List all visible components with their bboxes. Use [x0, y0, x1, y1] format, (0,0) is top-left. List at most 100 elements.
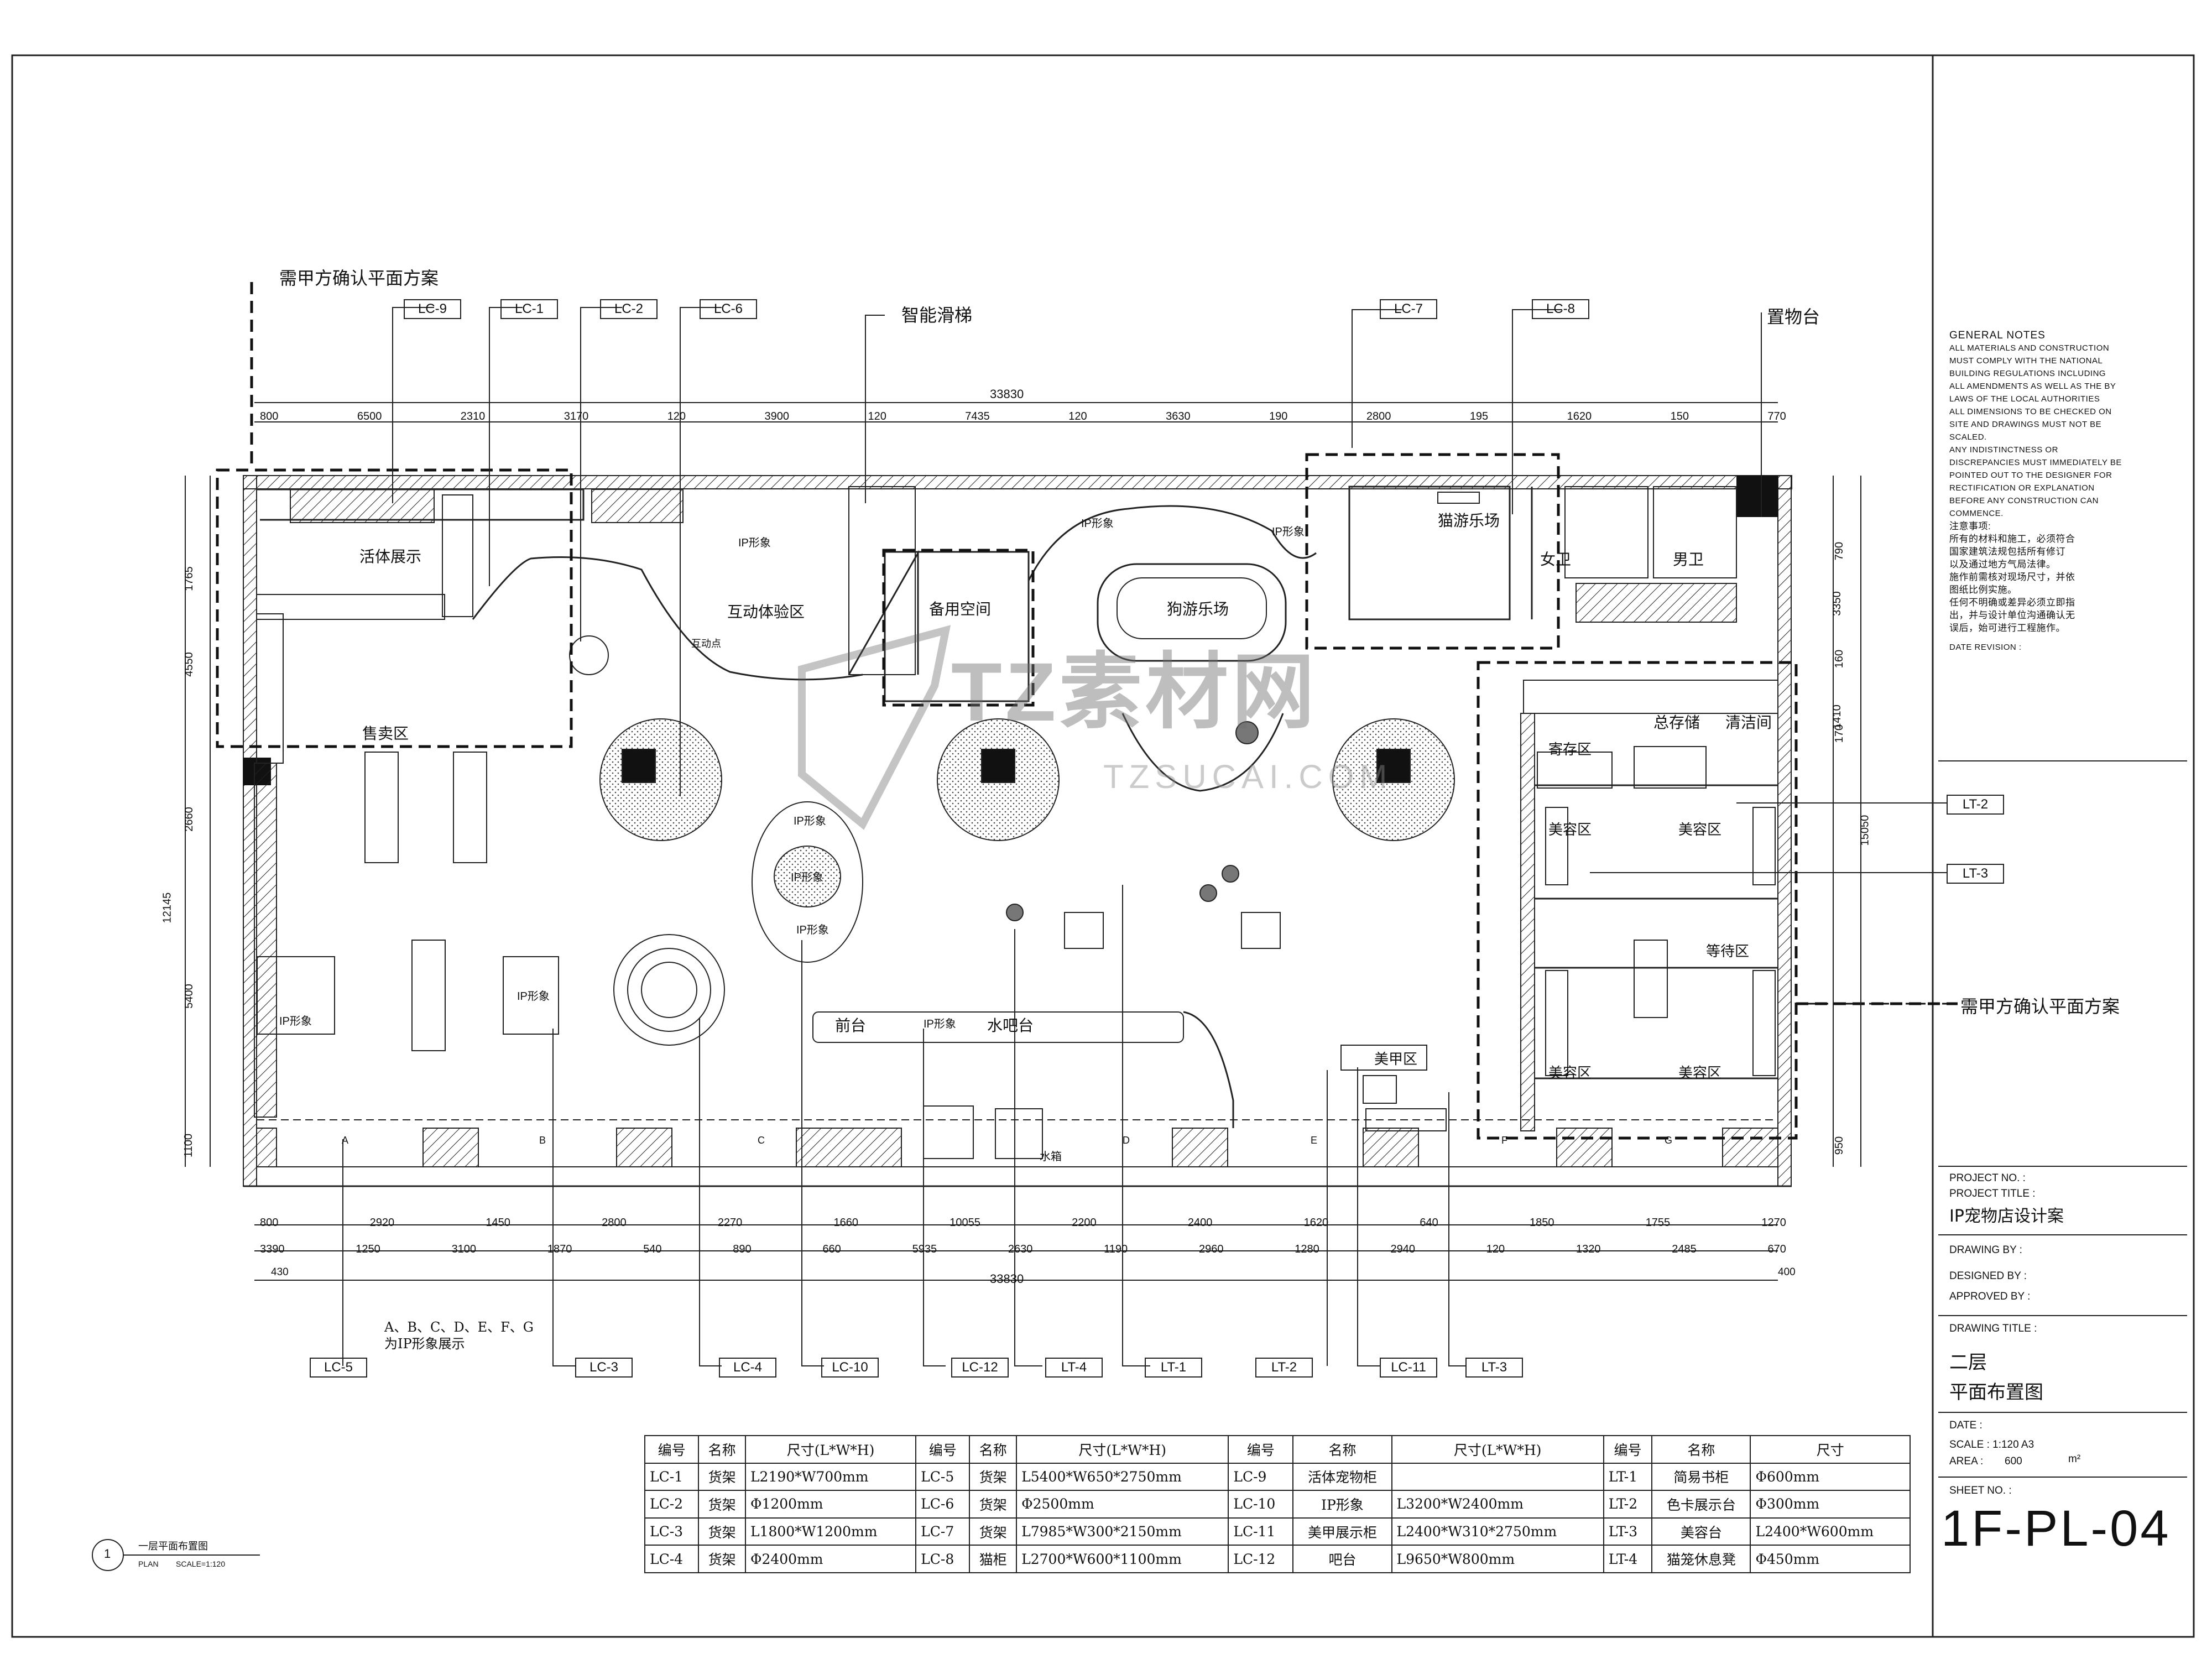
legend-cell: LC-1 — [644, 1462, 700, 1491]
watermark-main: TZ素材网 — [951, 645, 1318, 738]
tag-lt-4: LT-4 — [1045, 1358, 1103, 1378]
dim-left-1: 1765 — [182, 566, 195, 591]
drawing-title-name: 平面布置图 — [1949, 1381, 2043, 1404]
legend-cell: 猫笼休息凳 — [1651, 1545, 1751, 1573]
legend-cell: LC-9 — [1228, 1462, 1294, 1491]
dim-label: 150 — [1670, 410, 1689, 422]
window-label-c: C — [758, 1135, 765, 1146]
window-label-f: F — [1501, 1135, 1507, 1146]
dim-label: 3900 — [764, 410, 790, 422]
dim-label: 1280 — [1295, 1243, 1319, 1255]
note-line: MUST COMPLY WITH THE NATIONAL — [1949, 356, 2103, 366]
cn-note-line: 误后，始可进行工程施作。 — [1949, 623, 2065, 633]
dim-right-5: 170 — [1833, 724, 1846, 743]
legend-cell: LC-2 — [644, 1490, 700, 1519]
room-spare: 备用空间 — [929, 600, 992, 618]
legend-cell: Φ2400mm — [744, 1545, 917, 1573]
tag-lc-2: LC-2 — [600, 299, 658, 319]
legend-cell: 活体宠物柜 — [1292, 1462, 1392, 1491]
legend-cell: 简易书柜 — [1651, 1462, 1751, 1491]
legend-cell: L7985*W300*2150mm — [1016, 1517, 1229, 1546]
watermark-sub: TZSUCAI.COM — [1103, 758, 1393, 795]
legend-cell: LC-10 — [1228, 1490, 1294, 1519]
general-notes: GENERAL NOTES ALL MATERIALS AND CONSTRUC… — [1949, 329, 2193, 654]
room-front-desk: 前台 — [835, 1016, 867, 1035]
legend-header-cell: 尺寸(L*W*H) — [1016, 1435, 1229, 1464]
dim-label: 1870 — [547, 1243, 572, 1255]
dim-left-2: 4550 — [182, 652, 195, 677]
dim-bottom-edge-right: 400 — [1778, 1266, 1796, 1278]
dim-label: 1450 — [486, 1217, 510, 1229]
legend-header-cell: 尺寸(L*W*H) — [744, 1435, 917, 1464]
legend-header-row: 编号 名称 尺寸(L*W*H) 编号 名称 尺寸(L*W*H) 编号 名称 尺寸… — [644, 1435, 1911, 1464]
dim-top-row: 800 6500 2310 3170 120 3900 120 7435 120… — [260, 410, 1786, 423]
room-live-display: 活体展示 — [359, 547, 422, 566]
confirm-zones — [216, 282, 1958, 1140]
room-cat-play: 猫游乐场 — [1438, 512, 1500, 530]
dim-label: 120 — [1068, 410, 1087, 422]
dim-label: 800 — [260, 410, 279, 422]
legend-cell: 货架 — [969, 1517, 1018, 1546]
titleblock-rule-1 — [1938, 1166, 2187, 1167]
plan-caption-plan: PLAN — [138, 1559, 159, 1568]
approved-by-label: APPROVED BY : — [1949, 1291, 2031, 1302]
dim-label: 2800 — [602, 1217, 627, 1229]
legend-header-cell: 编号 — [644, 1435, 700, 1464]
note-line: BEFORE ANY CONSTRUCTION CAN — [1949, 496, 2099, 505]
ip-display-note-line1: A、B、C、D、E、F、G — [384, 1319, 534, 1335]
tag-lc-10: LC-10 — [821, 1358, 879, 1378]
note-line: LAWS OF THE LOCAL AUTHORITIES — [1949, 394, 2100, 404]
legend-cell: LC-12 — [1228, 1545, 1294, 1573]
room-water-tank: 水箱 — [1040, 1150, 1062, 1163]
dim-label: 120 — [1486, 1243, 1505, 1255]
plan-caption-scale: SCALE=1:120 — [176, 1559, 226, 1568]
legend-cell: L2400*W600mm — [1750, 1517, 1911, 1546]
dim-label: 640 — [1420, 1217, 1438, 1229]
legend-header-cell: 尺寸(L*W*H) — [1391, 1435, 1604, 1464]
shelf-stand-label: 置物台 — [1767, 306, 1820, 327]
dim-label: 2485 — [1672, 1243, 1697, 1255]
tag-lt-3-right: LT-3 — [1947, 864, 2004, 884]
legend-header-cell: 名称 — [1292, 1435, 1392, 1464]
legend-cell: LC-5 — [915, 1462, 971, 1491]
legend-cell: L9650*W800mm — [1391, 1545, 1604, 1573]
legend-cell: LT-4 — [1603, 1545, 1653, 1573]
legend-cell: LC-8 — [915, 1545, 971, 1573]
legend-header-cell: 编号 — [1603, 1435, 1653, 1464]
note-line: ANY INDISTINCTNESS OR — [1949, 445, 2058, 455]
dim-label: 195 — [1469, 410, 1489, 422]
furniture-legend-table: 编号 名称 尺寸(L*W*H) 编号 名称 尺寸(L*W*H) 编号 名称 尺寸… — [644, 1435, 1911, 1573]
dim-label: 1850 — [1529, 1217, 1554, 1229]
dim-label: 1270 — [1761, 1217, 1786, 1229]
window-label-g: G — [1665, 1135, 1673, 1146]
project-title-label: PROJECT TITLE : — [1949, 1188, 2036, 1199]
dim-label: 3390 — [260, 1243, 285, 1255]
legend-cell: LC-4 — [644, 1545, 700, 1573]
dim-label: 660 — [822, 1243, 841, 1255]
area-value: 600 — [2005, 1455, 2022, 1467]
room-female-wc: 女卫 — [1540, 550, 1572, 568]
dim-label: 1660 — [833, 1217, 859, 1229]
room-waiting: 等待区 — [1706, 943, 1750, 960]
interior-partitions — [256, 486, 1778, 1159]
sheet-no-label: SHEET NO. : — [1949, 1485, 2012, 1496]
legend-header-cell: 名称 — [698, 1435, 746, 1464]
legend-cell: LC-6 — [915, 1490, 971, 1519]
legend-cell — [1391, 1462, 1604, 1491]
titleblock-rule-4 — [1938, 1412, 2187, 1413]
legend-cell: 货架 — [969, 1462, 1018, 1491]
dim-bottom-total: 33830 — [990, 1272, 1024, 1286]
legend-cell: 美甲展示柜 — [1292, 1517, 1392, 1546]
ip-image-label: IP形象 — [279, 1015, 312, 1027]
legend-cell: L5400*W650*2750mm — [1016, 1462, 1229, 1491]
legend-row: LC-4 货架 Φ2400mm LC-8 猫柜 L2700*W600*1100m… — [644, 1545, 1911, 1573]
furniture — [257, 635, 1455, 1104]
legend-cell: L3200*W2400mm — [1391, 1490, 1604, 1519]
note-line: SITE AND DRAWINGS MUST NOT BE — [1949, 420, 2102, 429]
dim-label: 190 — [1269, 410, 1288, 422]
legend-cell: L1800*W1200mm — [744, 1517, 917, 1546]
ip-image-label: IP形象 — [738, 537, 771, 549]
plan-caption-number: 1 — [104, 1547, 111, 1561]
dim-bottom-row1: 800 2920 1450 2800 2270 1660 10055 2200 … — [260, 1217, 1786, 1229]
tag-lc-7: LC-7 — [1380, 299, 1437, 319]
